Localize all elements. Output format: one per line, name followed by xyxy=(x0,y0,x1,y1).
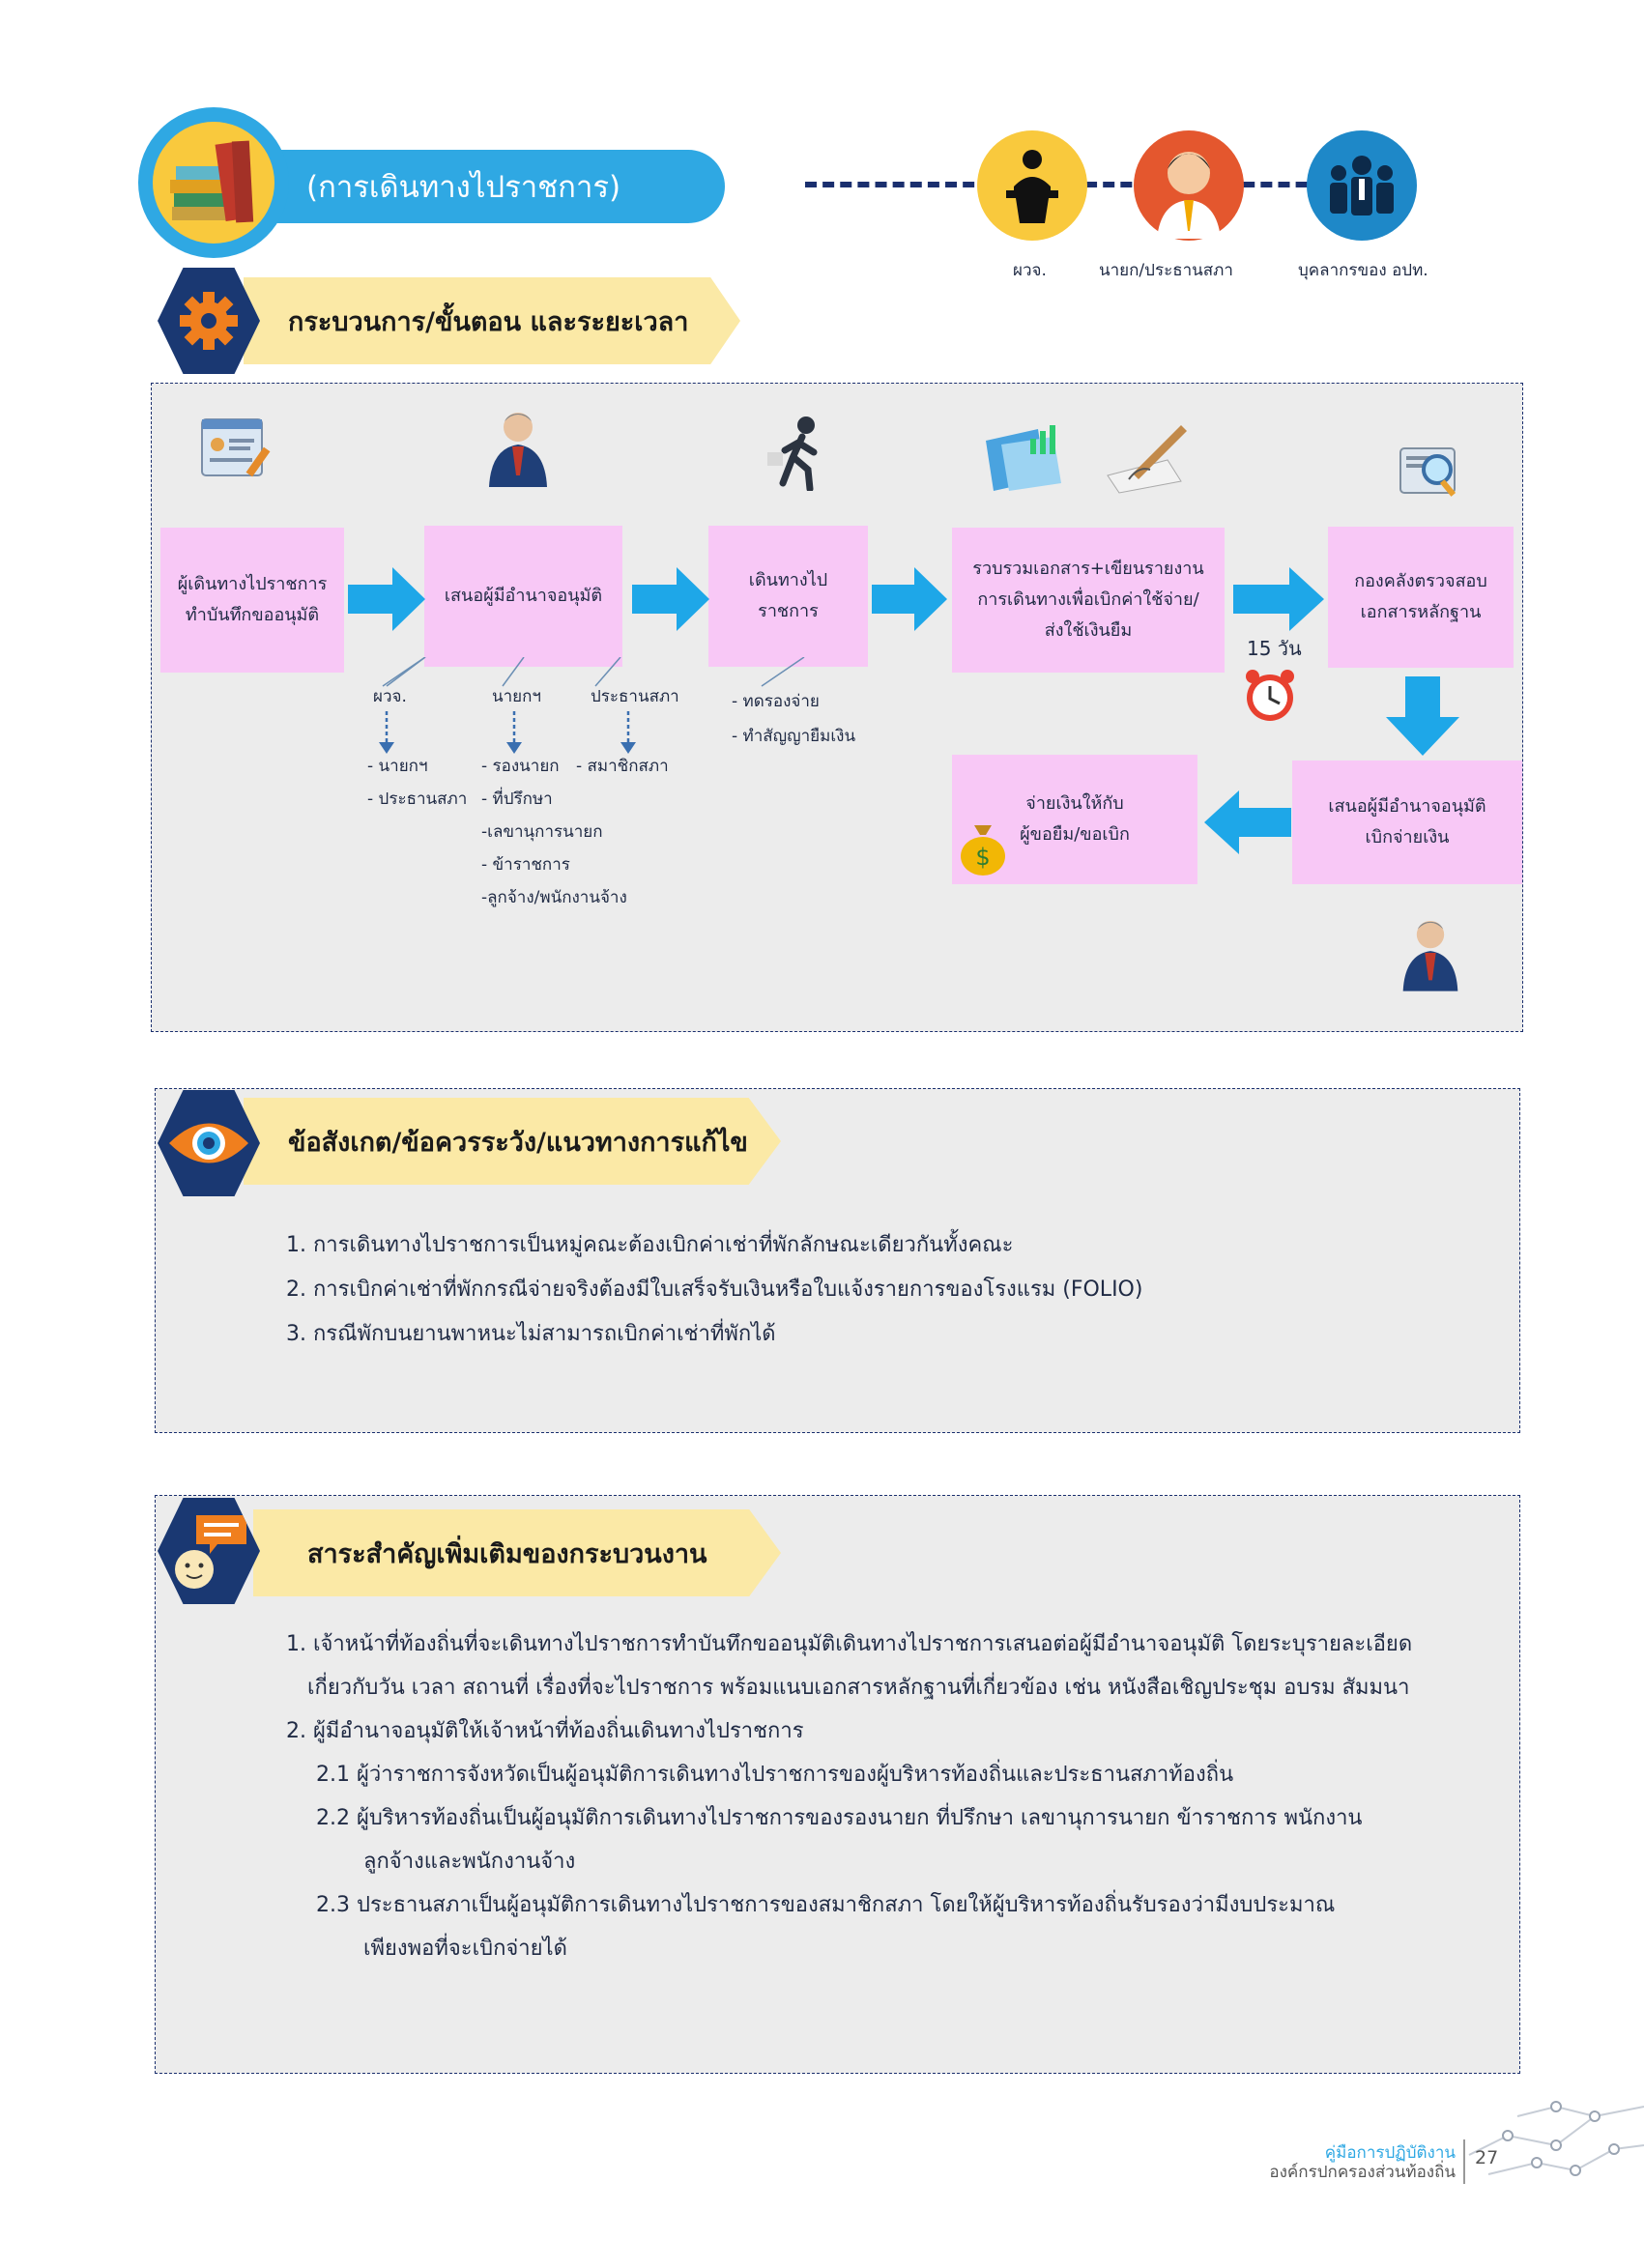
approver-mayor: นายกฯ xyxy=(492,687,541,706)
essential-line-4: 2.1 ผู้ว่าราชการจังหวัดเป็นผู้อนุมัติการ… xyxy=(316,1763,1234,1787)
observation-item-3: 3. กรณีพักบนยานพาหนะไม่สามารถเบิกค่าเช่า… xyxy=(286,1322,776,1346)
circuit-decoration xyxy=(1468,2101,1644,2176)
money-bag-icon: $ xyxy=(957,819,1009,881)
duration-label: 15 วัน xyxy=(1247,637,1302,660)
approver-governor: ผวจ. xyxy=(373,687,407,706)
svg-text:$: $ xyxy=(975,844,990,871)
speech-bubble-icon xyxy=(175,1515,246,1589)
role-label-governor: ผวจ. xyxy=(1013,261,1047,280)
step-collect-documents: รวบรวมเอกสาร+เขียนรายงาน การเดินทางเพื่อ… xyxy=(952,528,1225,673)
step6-text-1: เสนอผู้มีอำนาจอนุมัติ xyxy=(1328,796,1486,817)
alarm-clock-icon xyxy=(1241,667,1299,729)
eye-icon xyxy=(169,1123,248,1163)
essentials-heading: สาระสำคัญเพิ่มเติมของกระบวนงาน xyxy=(307,1538,707,1569)
books-icon xyxy=(153,122,274,244)
travel-notes: - ทดรองจ่าย - ทำสัญญายืมเงิน xyxy=(732,684,855,754)
list-item: - ทำสัญญายืมเงิน xyxy=(732,727,856,746)
list-item: - สมาชิกสภา xyxy=(576,757,669,776)
step3-text-1: เดินทางไป xyxy=(748,570,828,590)
process-heading: กระบวนการ/ขั้นตอน และระยะเวลา xyxy=(288,306,689,337)
governor-icon xyxy=(977,130,1087,241)
step5-text-2: เอกสารหลักฐาน xyxy=(1360,602,1482,622)
footer-manual-title: คู่มือการปฏิบัติงาน องค์กรปกครองส่วนท้อง… xyxy=(1256,2143,1456,2182)
list-item: -ลูกจ้าง/พนักงานจ้าง xyxy=(481,888,627,907)
footer-divider xyxy=(1463,2139,1465,2184)
footer-line-2: องค์กรปกครองส่วนท้องถิ่น xyxy=(1269,2163,1456,2182)
chat-hex xyxy=(158,1498,260,1604)
list-item: - ข้าราชการ xyxy=(481,855,570,875)
gear-icon xyxy=(180,292,238,350)
reports-charts-icon xyxy=(980,421,1077,499)
step4-text-2: การเดินทางเพื่อเบิกค่าใช้จ่าย/ xyxy=(977,589,1199,610)
step1-text-1: ผู้เดินทางไปราชการ xyxy=(177,574,328,594)
title-banner: (การเดินทางไปราชการ) xyxy=(246,150,725,223)
magnifier-document-icon xyxy=(1397,441,1464,504)
essential-line-8: เพียงพอที่จะเบิกจ่ายได้ xyxy=(363,1937,567,1961)
step6-text-2: เบิกจ่ายเงิน xyxy=(1365,827,1450,847)
page-title: (การเดินทางไปราชการ) xyxy=(306,170,621,205)
step3-text-2: ราชการ xyxy=(758,601,819,621)
document-form-icon xyxy=(198,414,274,487)
essential-line-1: 1. เจ้าหน้าที่ท้องถิ่นที่จะเดินทางไปราชก… xyxy=(286,1632,1413,1656)
approver-council-list: - สมาชิกสภา xyxy=(576,750,669,783)
arrow-right-2 xyxy=(632,567,709,631)
staff-group-icon xyxy=(1307,130,1417,241)
essential-line-2: เกี่ยวกับวัน เวลา สถานที่ เรื่องที่จะไปร… xyxy=(307,1676,1410,1700)
list-item: - นายกฯ xyxy=(367,757,428,776)
footer-line-1: คู่มือการปฏิบัติงาน xyxy=(1324,2143,1456,2163)
step-propose-authority: เสนอผู้มีอำนาจอนุมัติ xyxy=(424,526,622,667)
arrow-left xyxy=(1204,790,1291,854)
step7-text-2: ผู้ขอยืม/ขอเบิก xyxy=(1020,824,1130,845)
essentials-heading-banner: สาระสำคัญเพิ่มเติมของกระบวนงาน xyxy=(253,1509,781,1596)
step4-text-1: รวบรวมเอกสาร+เขียนรายงาน xyxy=(972,559,1204,579)
list-item: -เลขานุการนายก xyxy=(481,822,603,842)
arrow-right-1 xyxy=(348,567,425,631)
executive-person-icon-2 xyxy=(1398,913,1463,996)
approver-mayor-list: - รองนายก - ที่ปรึกษา -เลขานุการนายก - ข… xyxy=(481,750,627,914)
list-item: - ที่ปรึกษา xyxy=(481,789,553,809)
list-item: - ประธานสภา xyxy=(367,789,468,809)
essential-line-5: 2.2 ผู้บริหารท้องถิ่นเป็นผู้อนุมัติการเด… xyxy=(316,1806,1363,1830)
eye-hex xyxy=(158,1090,260,1196)
role-label-staff: บุคลากรของ อปท. xyxy=(1298,261,1428,280)
walking-person-icon xyxy=(764,414,835,495)
essential-line-7: 2.3 ประธานสภาเป็นผู้อนุมัติการเดินทางไปร… xyxy=(316,1893,1336,1917)
writing-pen-icon xyxy=(1100,417,1193,499)
step-finance-check: กองคลังตรวจสอบ เอกสารหลักฐาน xyxy=(1328,527,1514,668)
observation-item-2: 2. การเบิกค่าเช่าที่พักกรณีจ่ายจริงต้องม… xyxy=(286,1278,1143,1302)
step-propose-payment: เสนอผู้มีอำนาจอนุมัติ เบิกจ่ายเงิน xyxy=(1292,761,1522,884)
step5-text-1: กองคลังตรวจสอบ xyxy=(1354,571,1487,591)
arrow-right-3 xyxy=(872,567,947,631)
step4-text-3: ส่งใช้เงินยืม xyxy=(1044,620,1133,641)
role-label-mayor: นายก/ประธานสภา xyxy=(1099,261,1233,280)
approver-governor-list: - นายกฯ - ประธานสภา xyxy=(367,750,467,816)
executive-person-icon xyxy=(483,406,553,491)
step7-text-1: จ่ายเงินให้กับ xyxy=(1025,793,1124,814)
process-panel xyxy=(151,383,1523,1032)
mayor-icon xyxy=(1134,130,1244,241)
essential-line-6: ลูกจ้างและพนักงานจ้าง xyxy=(363,1850,576,1874)
list-item: - ทดรองจ่าย xyxy=(732,692,820,711)
observations-heading: ข้อสังเกต/ข้อควรระวัง/แนวทางการแก้ไข xyxy=(288,1127,748,1158)
step-travel: เดินทางไป ราชการ xyxy=(708,526,868,667)
process-heading-banner: กระบวนการ/ขั้นตอน และระยะเวลา xyxy=(244,277,740,364)
list-item: - รองนายก xyxy=(481,757,560,776)
observation-item-1: 1. การเดินทางไปราชการเป็นหมู่คณะต้องเบิก… xyxy=(286,1233,1014,1257)
approver-council-chair: ประธานสภา xyxy=(591,687,679,706)
arrow-right-4 xyxy=(1233,567,1324,631)
essential-line-3: 2. ผู้มีอำนาจอนุมัติให้เจ้าหน้าที่ท้องถิ… xyxy=(286,1719,804,1743)
step2-text: เสนอผู้มีอำนาจอนุมัติ xyxy=(444,586,603,606)
approver-connectors xyxy=(379,657,636,754)
arrow-down xyxy=(1386,676,1459,756)
observations-heading-banner: ข้อสังเกต/ข้อควรระวัง/แนวทางการแก้ไข xyxy=(244,1098,781,1185)
page-number: 27 xyxy=(1475,2147,1499,2168)
step1-text-2: ทำบันทึกขออนุมัติ xyxy=(185,605,320,625)
gear-hex xyxy=(158,268,260,374)
travel-connector xyxy=(761,657,805,687)
step-request-approval: ผู้เดินทางไปราชการ ทำบันทึกขออนุมัติ xyxy=(160,528,344,673)
